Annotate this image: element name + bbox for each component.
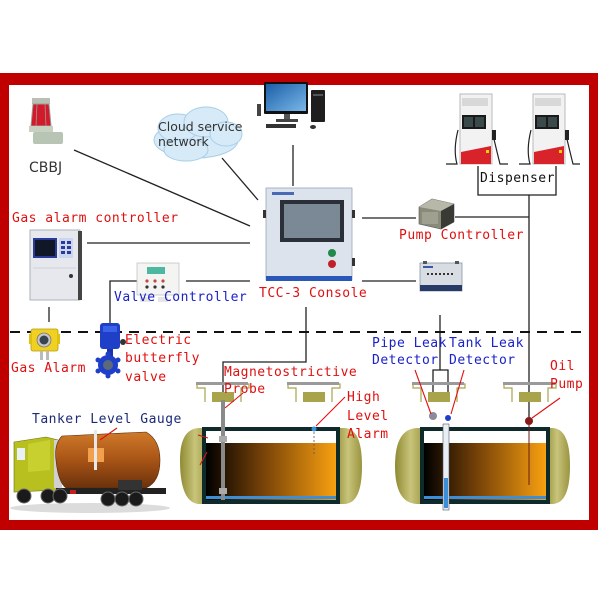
butterfly-valve-icon (95, 323, 126, 379)
cloud-label-line1: Cloud service (158, 119, 243, 134)
pump-controller-icon (418, 198, 455, 230)
tanker-level-gauge-label: Tanker Level Gauge (32, 412, 182, 427)
probe-label-line1: Magnetostrictive (224, 365, 358, 380)
oil-pump-label-line2: Pump (550, 377, 584, 392)
pipe-leak-detector-label-line2: Detector (372, 353, 439, 368)
gas-detector-icon (29, 328, 60, 360)
pump-controller-label: Pump Controller (399, 228, 524, 243)
line-leak-detector-2 (440, 369, 449, 402)
fuel-dispenser-icon (446, 93, 580, 165)
underground-tank-left (180, 382, 362, 504)
line-cloud-console (221, 157, 259, 201)
butterfly-valve-label-line2: butterfly (125, 351, 200, 366)
warning-beacon-icon (29, 98, 63, 144)
line-cbbj-console (73, 149, 251, 227)
high-level-alarm-label-line3: Alarm (347, 427, 389, 442)
line-valvecontroller-valve (109, 280, 137, 323)
underground-tank-right (395, 382, 570, 511)
butterfly-valve-label-line3: valve (125, 370, 167, 385)
tank-leak-detector-label-line2: Detector (449, 353, 516, 368)
cbbj-label: CBBJ (29, 160, 63, 176)
dispenser-unit-right (519, 93, 580, 165)
probe-label-line2: Probe (224, 382, 266, 397)
desktop-computer-icon (257, 82, 325, 129)
pipe-leak-detector-label-line1: Pipe Leak (372, 336, 447, 351)
connection-lines (48, 145, 557, 420)
valve-controller-label: Valve Controller (114, 290, 248, 305)
line-dispenser-bracket (477, 166, 557, 196)
gas-alarm-controller-label: Gas alarm controller (12, 211, 179, 226)
console-panel-icon (263, 187, 355, 281)
dispenser-label: Dispenser (480, 171, 555, 186)
cloud-label-line2: network (158, 134, 209, 149)
console-label: TCC-3 Console (259, 286, 368, 301)
oil-pump-label-line1: Oil (550, 359, 575, 374)
cloud-icon (153, 106, 243, 162)
high-level-alarm-label-line2: Level (347, 409, 389, 424)
line-leak-detector (432, 315, 441, 402)
leak-controller-icon (419, 261, 463, 292)
tanker-truck-icon (10, 430, 170, 513)
gas-alarm-controller-icon (29, 229, 82, 301)
tank-leak-detector-label-line1: Tank Leak (449, 336, 524, 351)
gas-alarm-label: Gas Alarm (11, 361, 86, 376)
high-level-alarm-label-line1: High (347, 390, 381, 405)
dispenser-unit-left (446, 93, 508, 165)
butterfly-valve-label-line1: Electric (125, 333, 192, 348)
pointer-lines (99, 369, 561, 466)
valve-controller-icon (136, 262, 180, 302)
